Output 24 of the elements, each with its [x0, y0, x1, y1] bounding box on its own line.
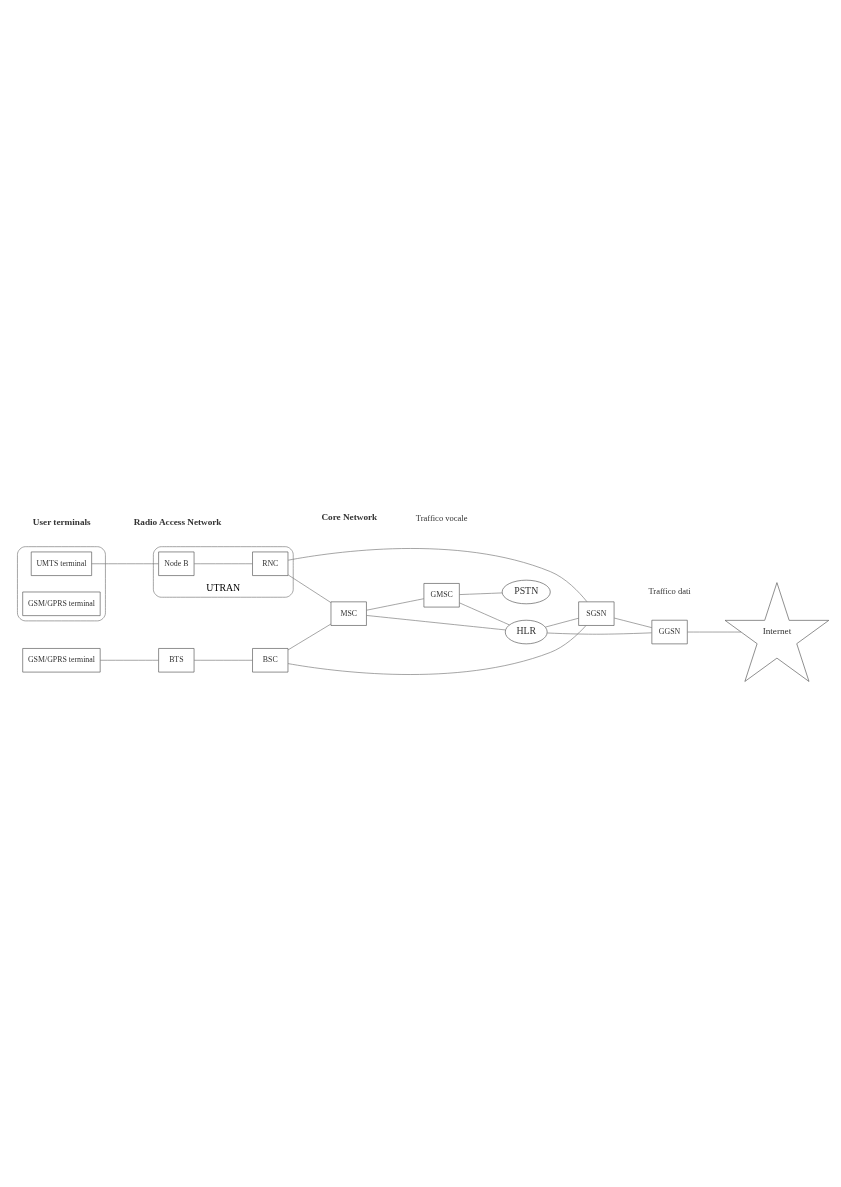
label: User terminals: [32, 516, 91, 527]
connector: [687, 631, 742, 632]
connector: [366, 597, 425, 611]
label: Traffico dati: [648, 585, 691, 596]
cluster: [17, 545, 106, 621]
connector: [99, 659, 159, 661]
connector: [459, 602, 510, 625]
node-ellipse: HLR: [504, 619, 548, 644]
connector: [287, 623, 332, 650]
connector: [366, 614, 506, 630]
connector: [613, 617, 653, 628]
connector: [287, 624, 587, 675]
connector: [546, 632, 652, 635]
node-ellipse: PSTN: [501, 579, 551, 604]
label: Traffico vocale: [415, 512, 468, 523]
connector: [459, 592, 503, 595]
connector: [193, 659, 253, 661]
connector: [287, 547, 588, 602]
label: Radio Access Network: [133, 516, 222, 527]
connector: [193, 562, 253, 564]
connector: [545, 617, 579, 627]
label: Core Network: [321, 511, 378, 522]
connector: [287, 574, 332, 603]
connector: [91, 562, 159, 564]
